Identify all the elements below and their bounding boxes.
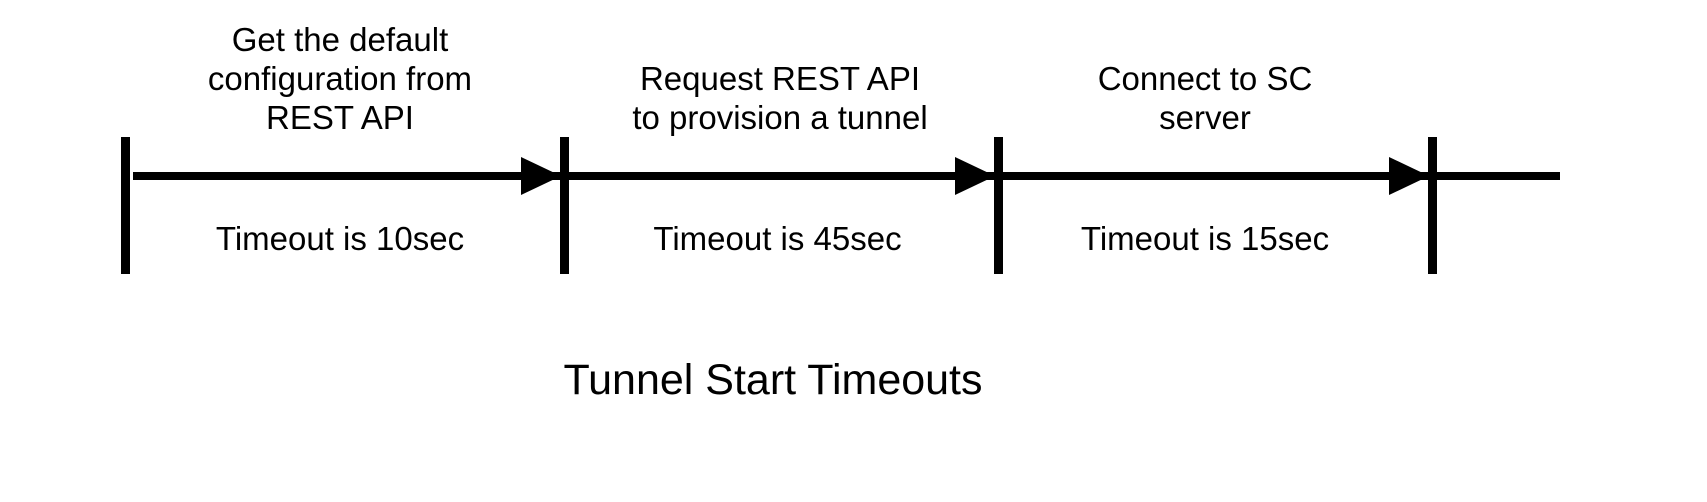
segment-3-timeout-label: Timeout is 15sec: [1080, 220, 1330, 257]
segment-1-arrowhead-icon: [521, 157, 561, 195]
divider-tick-2: [994, 137, 1003, 274]
segment-1-step-label: Get the default configuration from REST …: [207, 21, 473, 136]
segment-3-arrowhead-icon: [1389, 157, 1429, 195]
diagram-title: Tunnel Start Timeouts: [563, 356, 983, 404]
timeline-axis: [133, 172, 1560, 180]
segment-1-timeout-label: Timeout is 10sec: [215, 220, 465, 257]
start-tick: [121, 137, 130, 274]
segment-2-arrowhead-icon: [955, 157, 995, 195]
segment-3-step-label: Connect to SC server: [1097, 60, 1313, 136]
segment-2-step-label: Request REST API to provision a tunnel: [632, 60, 928, 136]
divider-tick-1: [560, 137, 569, 274]
segment-2-timeout-label: Timeout is 45sec: [653, 220, 902, 257]
end-tick: [1428, 137, 1437, 274]
